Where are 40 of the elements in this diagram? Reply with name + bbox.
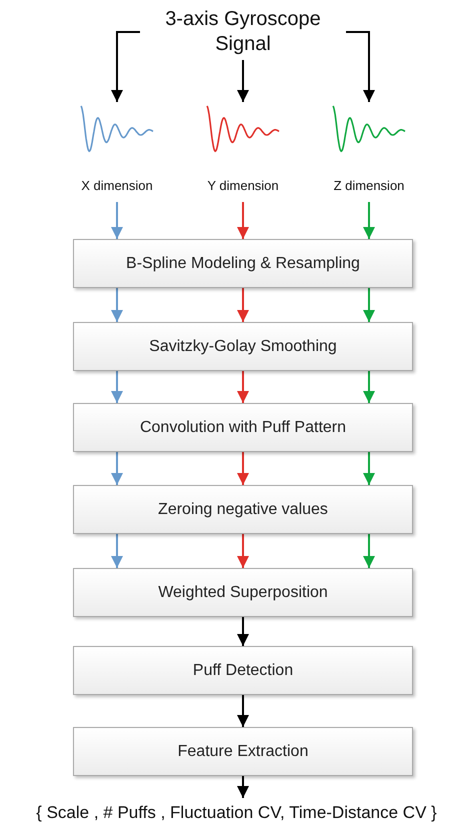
process-box (73, 568, 413, 617)
arrow (111, 371, 123, 403)
arrow (237, 776, 249, 798)
process-label: Weighted Superposition (158, 584, 328, 602)
process-label: Convolution with Puff Pattern (140, 418, 346, 436)
process-box (73, 485, 413, 534)
process-label: B-Spline Modeling & Resampling (126, 254, 360, 272)
axis-label: X dimension (81, 178, 153, 193)
process-box (73, 239, 413, 288)
arrow (237, 534, 249, 568)
process-label: Savitzky-Golay Smoothing (149, 338, 337, 356)
output-features: { Scale , # Puffs , Fluctuation CV, Time-Distance CV } (36, 803, 437, 823)
process-box (73, 322, 413, 371)
process-label: Puff Detection (192, 662, 294, 680)
arrow (111, 534, 123, 568)
arrow (237, 288, 249, 322)
arrow (346, 31, 375, 102)
axis-label: Y dimension (207, 178, 279, 193)
arrow (111, 288, 123, 322)
process-box (73, 403, 413, 452)
arrow (237, 617, 249, 646)
arrow (237, 60, 249, 102)
process-box (73, 646, 413, 695)
process-label: Feature Extraction (178, 742, 308, 760)
arrow (111, 452, 123, 485)
arrow (237, 371, 249, 403)
arrow (237, 695, 249, 727)
process-label: Zeroing negative values (158, 500, 328, 518)
arrow (237, 202, 249, 239)
arrow (363, 371, 375, 403)
process-box (73, 727, 413, 776)
arrow (111, 31, 140, 102)
arrow (111, 202, 123, 239)
arrow (363, 452, 375, 485)
axis-label: Z dimension (334, 178, 404, 193)
arrow (363, 534, 375, 568)
arrow (363, 288, 375, 322)
arrow (363, 202, 375, 239)
arrow (237, 452, 249, 485)
source-title: 3-axis Gyroscope Signal (164, 7, 322, 57)
